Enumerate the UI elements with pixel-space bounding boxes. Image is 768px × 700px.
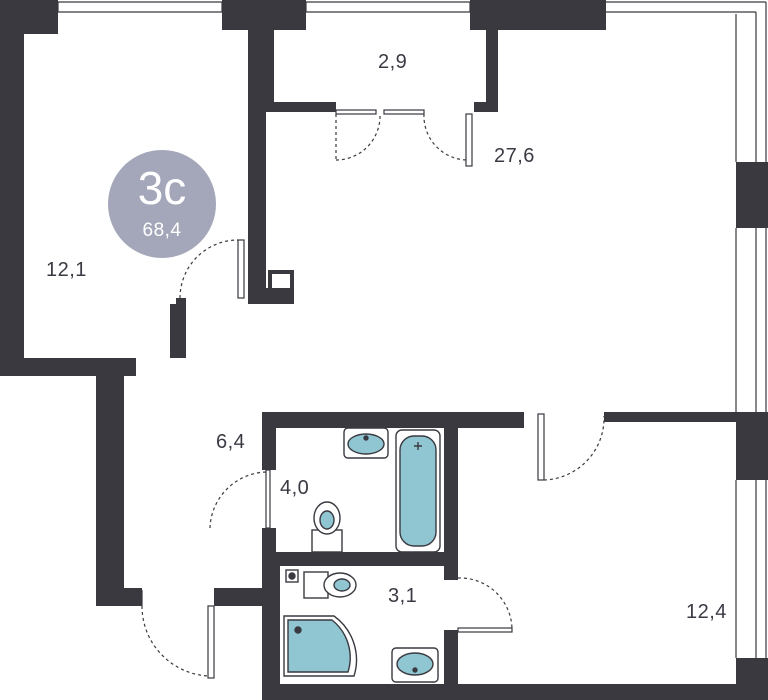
area-wc: 3,1 bbox=[388, 585, 418, 607]
apartment-badge: 3с 68,4 bbox=[108, 150, 216, 258]
windows bbox=[57, 1, 767, 658]
area-bedroom-right: 12,4 bbox=[686, 601, 727, 623]
total-area: 68,4 bbox=[142, 219, 182, 241]
area-hallway: 6,4 bbox=[216, 431, 246, 453]
pillar bbox=[268, 270, 294, 300]
area-living-kitchen: 27,6 bbox=[494, 145, 535, 167]
apartment-type: 3с bbox=[137, 161, 187, 214]
area-bedroom-left: 12,1 bbox=[46, 259, 87, 281]
fixtures bbox=[283, 427, 441, 683]
doors bbox=[141, 109, 605, 679]
area-balcony: 2,9 bbox=[378, 51, 408, 73]
area-bathroom: 4,0 bbox=[280, 477, 310, 499]
